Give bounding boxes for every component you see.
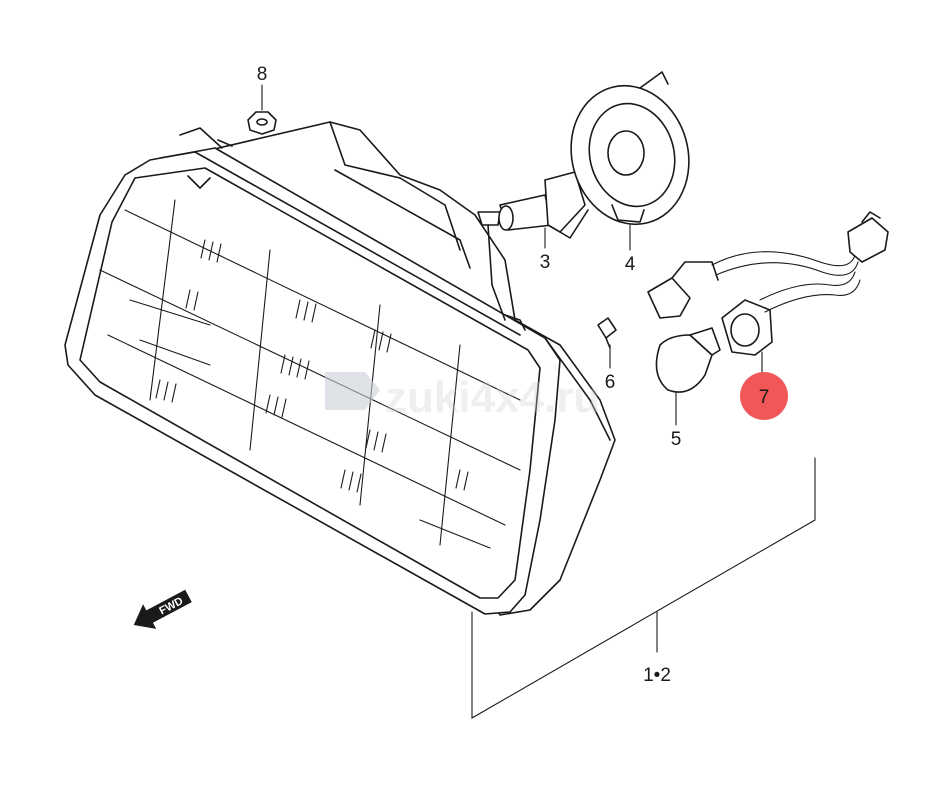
part-5-signal-bulb: 5 bbox=[655, 327, 721, 450]
fwd-label: FWD bbox=[157, 595, 185, 617]
fwd-arrow: FWD bbox=[133, 589, 192, 629]
callout-7: 7 bbox=[759, 387, 770, 408]
callout-5: 5 bbox=[671, 429, 682, 450]
callout-3: 3 bbox=[540, 252, 551, 273]
part-6-small-bulb: 6 bbox=[597, 317, 617, 393]
fwd-arrow-icon bbox=[133, 589, 192, 629]
callout-6: 6 bbox=[605, 372, 616, 393]
part-7-highlight-marker bbox=[740, 372, 788, 420]
part-7-socket-harness: 7 bbox=[647, 211, 889, 420]
assembly-bracket: 1•2 bbox=[471, 457, 816, 719]
watermark-logo-icon bbox=[325, 372, 380, 410]
watermark-text: zuki4x4.ru bbox=[385, 373, 600, 422]
part-4-bulb-cover: 4 bbox=[570, 71, 690, 275]
watermark: zuki4x4.ru bbox=[325, 372, 600, 422]
callout-1-2: 1•2 bbox=[643, 665, 671, 686]
callout-4: 4 bbox=[625, 254, 636, 275]
part-8-nut: 8 bbox=[247, 64, 277, 135]
headlamp-assembly bbox=[64, 121, 616, 616]
callout-8: 8 bbox=[257, 64, 268, 85]
